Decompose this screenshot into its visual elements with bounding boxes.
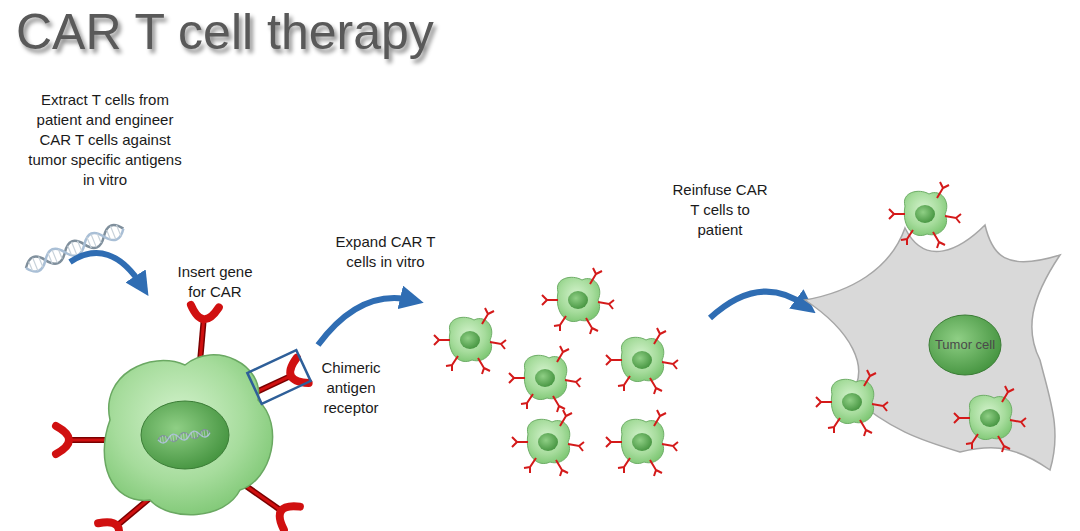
tumor-cell-shape xyxy=(800,215,1065,475)
step-label: Reinfuse CAR T cells to patient xyxy=(670,180,770,240)
t-cell xyxy=(104,355,272,515)
step-label: Chimeric antigen receptor xyxy=(318,358,384,418)
step-label: Expand CAR T cells in vitro xyxy=(328,232,443,272)
step-label: Insert gene for CAR xyxy=(175,262,255,302)
process-arrow xyxy=(318,298,412,345)
dna-strand xyxy=(23,222,126,275)
node-text: Tumor cell xyxy=(915,337,1015,353)
car-receptor xyxy=(56,305,309,531)
expanded-car-t-cells xyxy=(434,268,678,476)
process-arrow xyxy=(710,292,806,318)
process-arrow xyxy=(70,253,142,286)
highlight-box xyxy=(247,350,310,404)
diagram-title: CAR T cell therapy xyxy=(16,2,434,62)
step-label: Extract T cells from patient and enginee… xyxy=(25,90,185,190)
tumor-cell: Tumor cell xyxy=(800,215,1065,475)
